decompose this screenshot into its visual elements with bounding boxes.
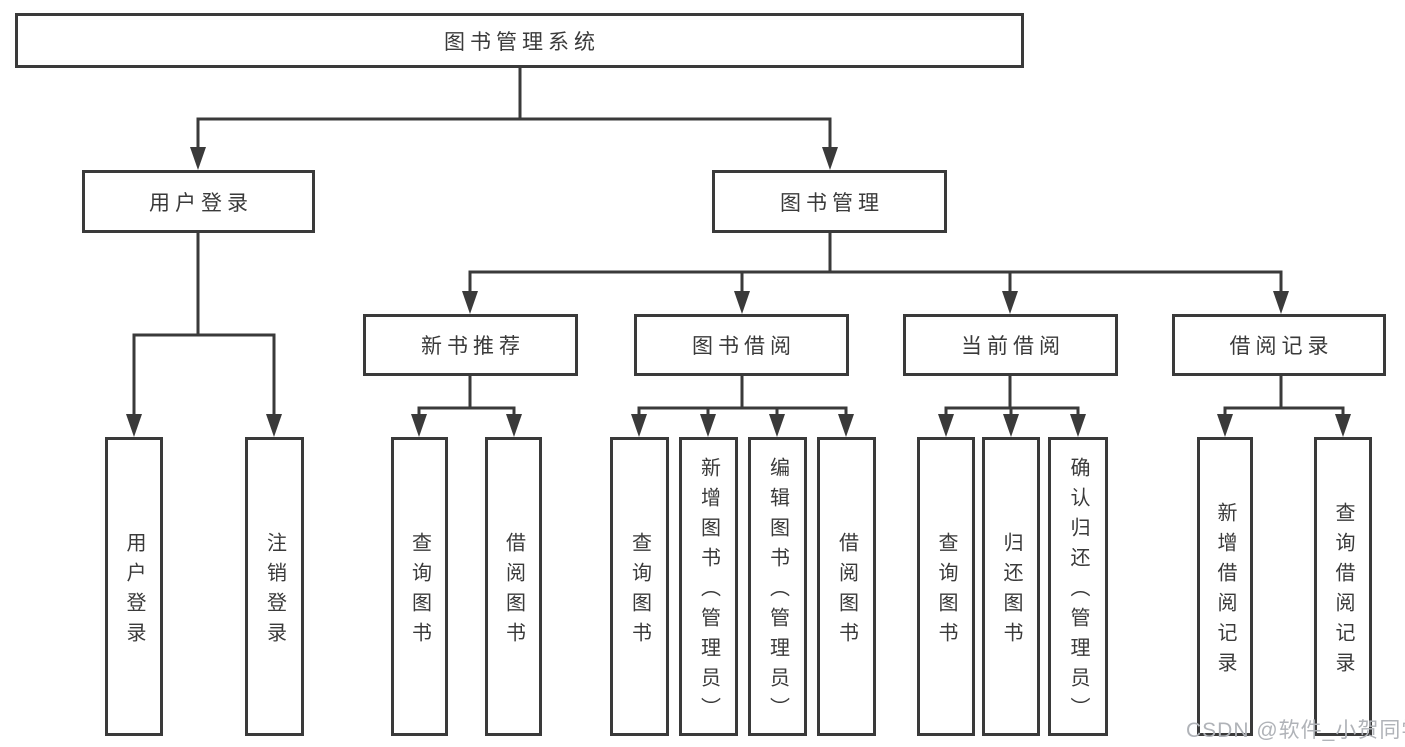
node-label: 新增图书（管理员） — [697, 456, 720, 727]
node-label: 借阅记录 — [1229, 335, 1334, 358]
node-root-system: 图书管理系统 — [15, 13, 1024, 68]
leaf-add-book-admin: 新增图书（管理员） — [679, 437, 738, 736]
branch-book-management — [462, 231, 1289, 314]
node-label: 图书借阅 — [692, 335, 796, 358]
node-label: 编辑图书（管理员） — [766, 456, 789, 727]
arrow-down-icon — [938, 414, 954, 437]
node-label: 用户登录 — [149, 191, 253, 215]
arrow-down-icon — [1273, 291, 1289, 314]
node-new-book-recommend: 新书推荐 — [363, 314, 578, 376]
node-current-borrow: 当前借阅 — [903, 314, 1118, 376]
arrow-down-icon — [506, 414, 522, 437]
node-label: 用户登录 — [123, 531, 145, 652]
node-borrow-records: 借阅记录 — [1172, 314, 1386, 376]
node-user-login: 用户登录 — [82, 170, 315, 233]
node-label: 注销登录 — [263, 531, 286, 652]
node-label: 当前借阅 — [961, 335, 1065, 358]
arrow-down-icon — [700, 414, 716, 437]
leaf-query-books-current: 查询图书 — [917, 437, 975, 736]
arrow-down-icon — [190, 147, 206, 170]
node-label: 查询图书 — [628, 531, 651, 652]
arrow-down-icon — [266, 414, 282, 437]
node-label: 借阅图书 — [502, 531, 525, 652]
leaf-edit-book-admin: 编辑图书（管理员） — [748, 437, 807, 736]
arrow-down-icon — [1335, 414, 1351, 437]
leaf-borrow-books: 借阅图书 — [817, 437, 876, 736]
leaf-query-borrow-record: 查询借阅记录 — [1314, 437, 1372, 736]
arrow-down-icon — [631, 414, 647, 437]
arrow-down-icon — [126, 414, 142, 437]
arrow-down-icon — [1002, 291, 1018, 314]
arrow-down-icon — [822, 147, 838, 170]
node-book-management: 图书管理 — [712, 170, 947, 233]
branch-current-borrow — [938, 374, 1086, 437]
arrow-down-icon — [1003, 414, 1019, 437]
watermark: CSDN @软件_小贺同学 — [1186, 719, 1405, 742]
node-book-borrow: 图书借阅 — [634, 314, 849, 376]
node-label: 查询借阅记录 — [1332, 501, 1354, 682]
leaf-query-books-recommend: 查询图书 — [391, 437, 448, 736]
branch-book-borrow — [631, 374, 854, 437]
branch-borrow-records — [1217, 374, 1351, 437]
arrow-down-icon — [462, 291, 478, 314]
leaf-return-book: 归还图书 — [982, 437, 1040, 736]
arrow-down-icon — [769, 414, 785, 437]
node-label: 新书推荐 — [421, 335, 525, 358]
node-label: 借阅图书 — [835, 531, 858, 652]
node-label: 图书管理 — [780, 191, 884, 215]
arrow-down-icon — [1070, 414, 1086, 437]
leaf-add-borrow-record: 新增借阅记录 — [1197, 437, 1253, 736]
node-label: 确认归还（管理员） — [1067, 456, 1089, 727]
leaf-user-login: 用户登录 — [105, 437, 163, 736]
node-label: 查询图书 — [935, 531, 957, 652]
node-label: 新增借阅记录 — [1214, 501, 1236, 682]
node-label: 查询图书 — [408, 531, 431, 652]
branch-root — [190, 66, 838, 170]
arrow-down-icon — [838, 414, 854, 437]
branch-user-login — [126, 231, 282, 437]
leaf-borrow-books-recommend: 借阅图书 — [485, 437, 542, 736]
node-label: 图书管理系统 — [444, 30, 600, 54]
node-label: 归还图书 — [1000, 531, 1022, 652]
arrow-down-icon — [411, 414, 427, 437]
leaf-confirm-return-admin: 确认归还（管理员） — [1048, 437, 1108, 736]
arrow-down-icon — [1217, 414, 1233, 437]
leaf-query-books-borrow: 查询图书 — [610, 437, 669, 736]
leaf-logout: 注销登录 — [245, 437, 304, 736]
branch-new-book-recommend — [411, 374, 522, 437]
arrow-down-icon — [734, 291, 750, 314]
